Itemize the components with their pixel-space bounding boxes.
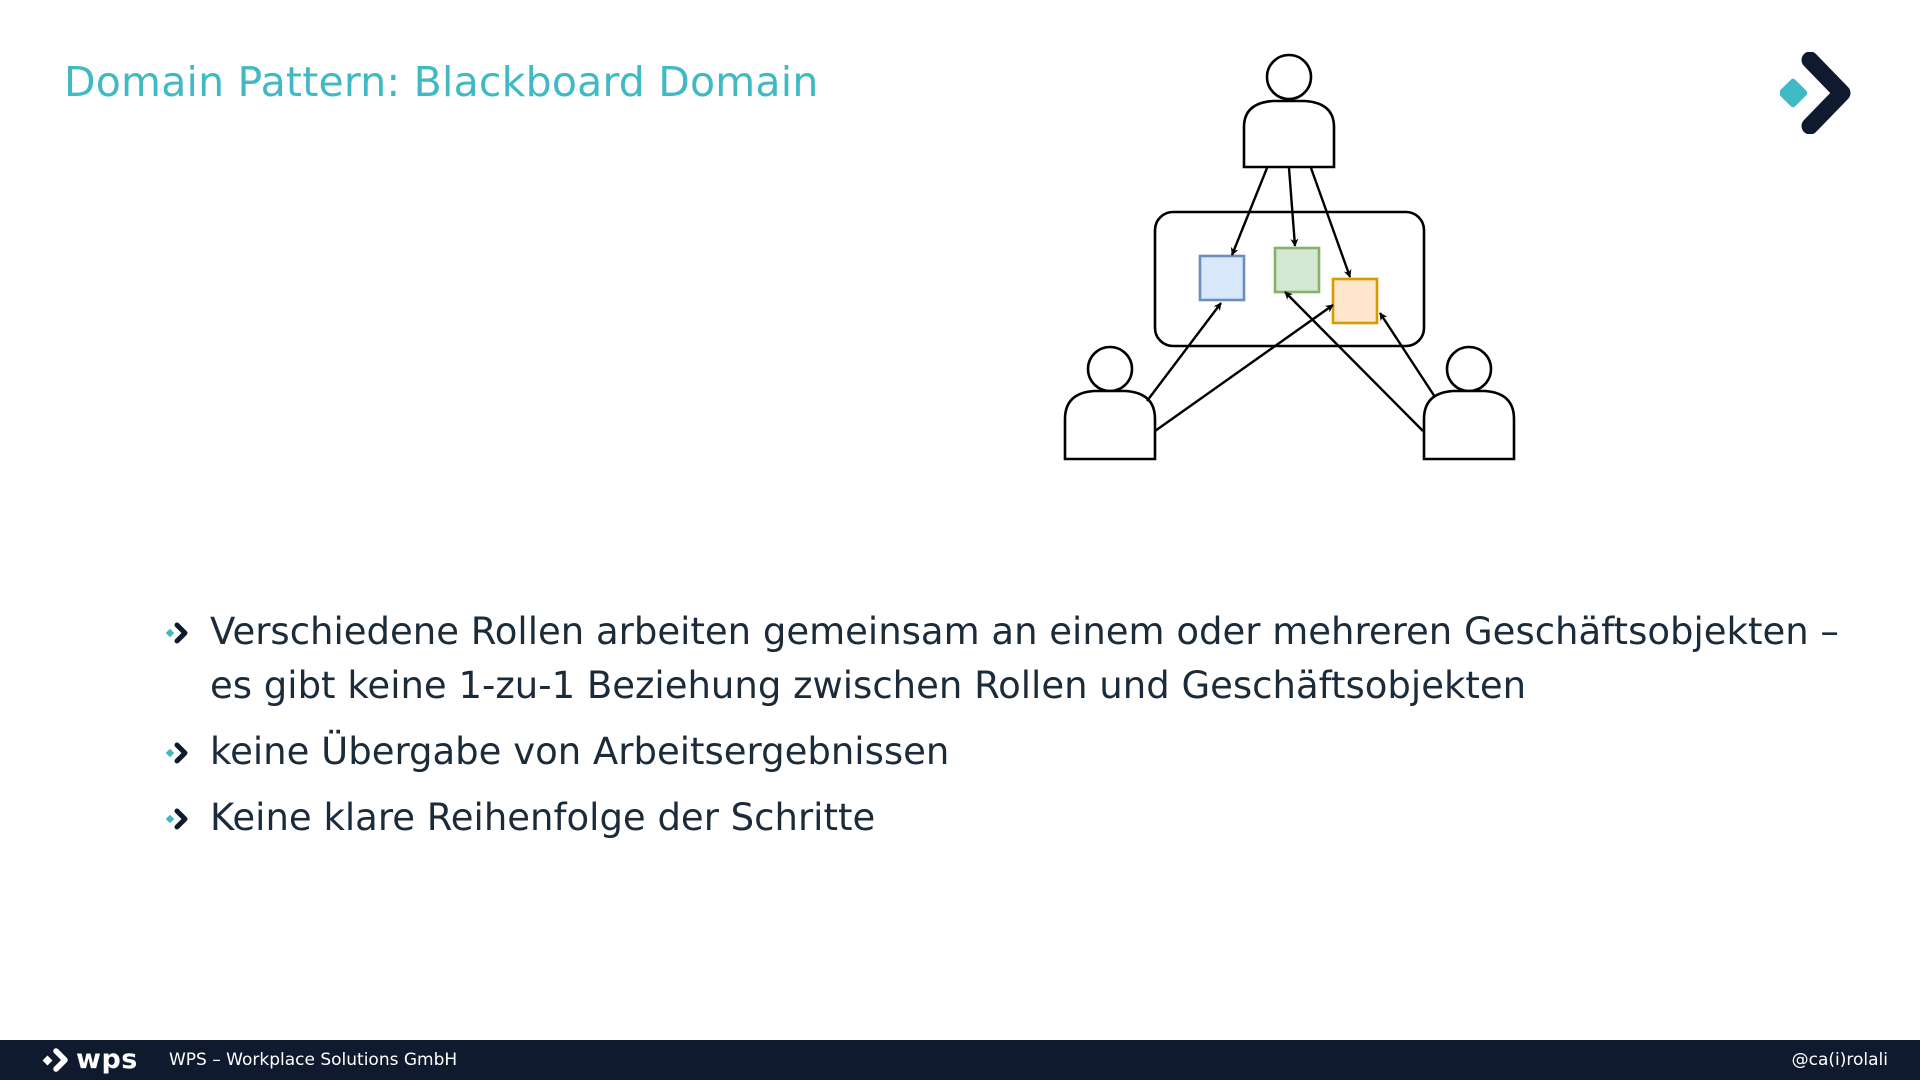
arrow-icon [1284,291,1424,432]
person-icon-top [1242,53,1336,169]
person-icon-bottom-right [1422,345,1516,461]
footer-handle: @ca(i)rolali [1791,1050,1888,1070]
arrow-icon [1146,302,1222,402]
person-icon-bottom-left [1063,345,1157,461]
bullet-list: Verschiedene Rollen arbeiten gemeinsam a… [166,605,1886,857]
arrow-icon [1309,167,1352,278]
bullet-text: keine Übergabe von Arbeitsergebnissen [210,730,950,773]
footer-company: WPS – Workplace Solutions GmbH [169,1050,458,1070]
bullet-item: Verschiedene Rollen arbeiten gemeinsam a… [166,605,1886,713]
footer-logo-chevron-icon [42,1048,68,1072]
wps-brand-icon [1780,52,1851,134]
arrow-icon [1154,304,1334,432]
business-object-green [1273,246,1321,294]
blackboard-diagram [1063,53,1516,461]
arrow-icon [1378,312,1437,398]
arrow-icon [1230,167,1269,256]
business-object-blue [1198,254,1246,302]
bullet-chevron-icon [166,808,188,830]
bullet-text: Verschiedene Rollen arbeiten gemeinsam a… [210,610,1839,707]
footer-logo: wps [42,1046,138,1074]
bullet-item: Keine klare Reihenfolge der Schritte [166,791,1886,845]
arrow-icon [1287,167,1299,247]
page-title: Domain Pattern: Blackboard Domain [64,58,819,106]
logo-diamond [1780,78,1808,108]
footer-bar: wps WPS – Workplace Solutions GmbH @ca(i… [0,1040,1920,1080]
bullet-chevron-icon [166,622,188,644]
business-object-orange [1331,277,1379,325]
logo-chevron [1801,52,1851,134]
bullet-item: keine Übergabe von Arbeitsergebnissen [166,725,1886,779]
bullet-chevron-icon [166,742,188,764]
bullet-text: Keine klare Reihenfolge der Schritte [210,796,876,839]
footer-logo-text: wps [76,1044,138,1075]
